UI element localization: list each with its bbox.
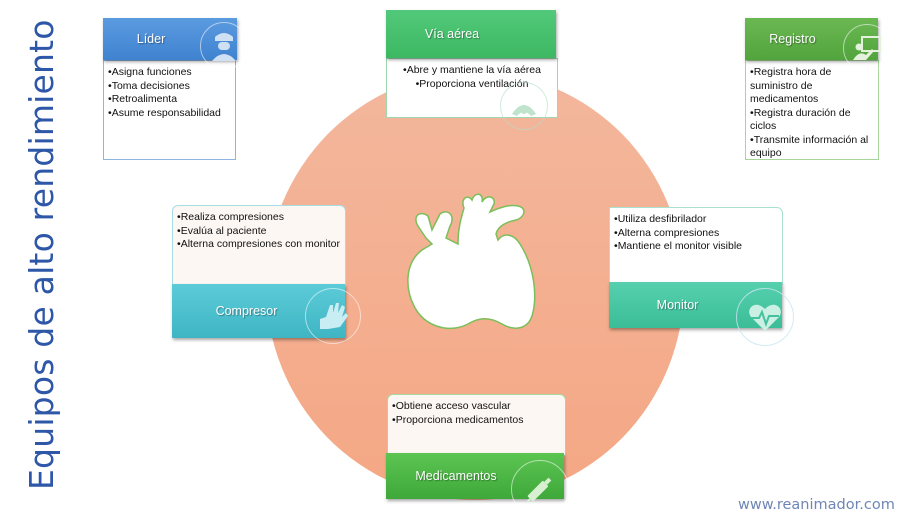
footer-url[interactable]: www.reanimador.com bbox=[738, 497, 895, 513]
list-item: Proporciona medicamentos bbox=[392, 414, 561, 428]
list-item: Alterna compresiones con monitor bbox=[177, 238, 341, 252]
list-item: Toma decisiones bbox=[108, 80, 231, 94]
presenter-icon bbox=[843, 24, 891, 72]
registro-label: Registro bbox=[769, 32, 816, 46]
medicamentos-card: Obtiene acceso vascular Proporciona medi… bbox=[387, 394, 566, 456]
list-item: Utiliza desfibrilador bbox=[614, 213, 778, 227]
lider-label: Líder bbox=[136, 32, 166, 46]
list-item: Asigna funciones bbox=[108, 66, 231, 80]
list-item: Registra hora de suministro de medicamen… bbox=[750, 66, 874, 107]
monitor-label: Monitor bbox=[656, 298, 699, 312]
list-item: Retroalimenta bbox=[108, 93, 231, 107]
list-item: Proporciona ventilación bbox=[391, 78, 553, 92]
list-item: Alterna compresiones bbox=[614, 227, 778, 241]
list-item: Asume responsabilidad bbox=[108, 107, 231, 121]
lungs-icon bbox=[500, 82, 548, 130]
lider-card: Asigna funciones Toma decisiones Retroal… bbox=[103, 60, 236, 160]
hands-icon bbox=[305, 288, 361, 344]
registro-card: Registra hora de suministro de medicamen… bbox=[745, 60, 879, 160]
officer-icon bbox=[200, 22, 248, 70]
monitor-card: Utiliza desfibrilador Alterna compresion… bbox=[609, 207, 783, 285]
list-item: Obtiene acceso vascular bbox=[392, 400, 561, 414]
list-item: Realiza compresiones bbox=[177, 211, 341, 225]
heartbeat-icon bbox=[736, 288, 794, 346]
compresor-card: Realiza compresiones Evalúa al paciente … bbox=[172, 205, 346, 287]
syringe-icon bbox=[511, 460, 569, 518]
list-item: Registra duración de ciclos bbox=[750, 107, 874, 134]
list-item: Mantiene el monitor visible bbox=[614, 240, 778, 254]
via-aerea-label: Vía aérea bbox=[424, 27, 480, 41]
medicamentos-label: Medicamentos bbox=[415, 469, 497, 483]
heart-icon bbox=[407, 193, 536, 329]
via-aerea-header: Vía aérea bbox=[386, 10, 556, 58]
list-item: Transmite información al equipo bbox=[750, 134, 874, 161]
compresor-label: Compresor bbox=[215, 304, 278, 318]
page-title: Equipos de alto rendimiento bbox=[22, 19, 61, 490]
list-item: Abre y mantiene la vía aérea bbox=[391, 64, 553, 78]
list-item: Evalúa al paciente bbox=[177, 225, 341, 239]
